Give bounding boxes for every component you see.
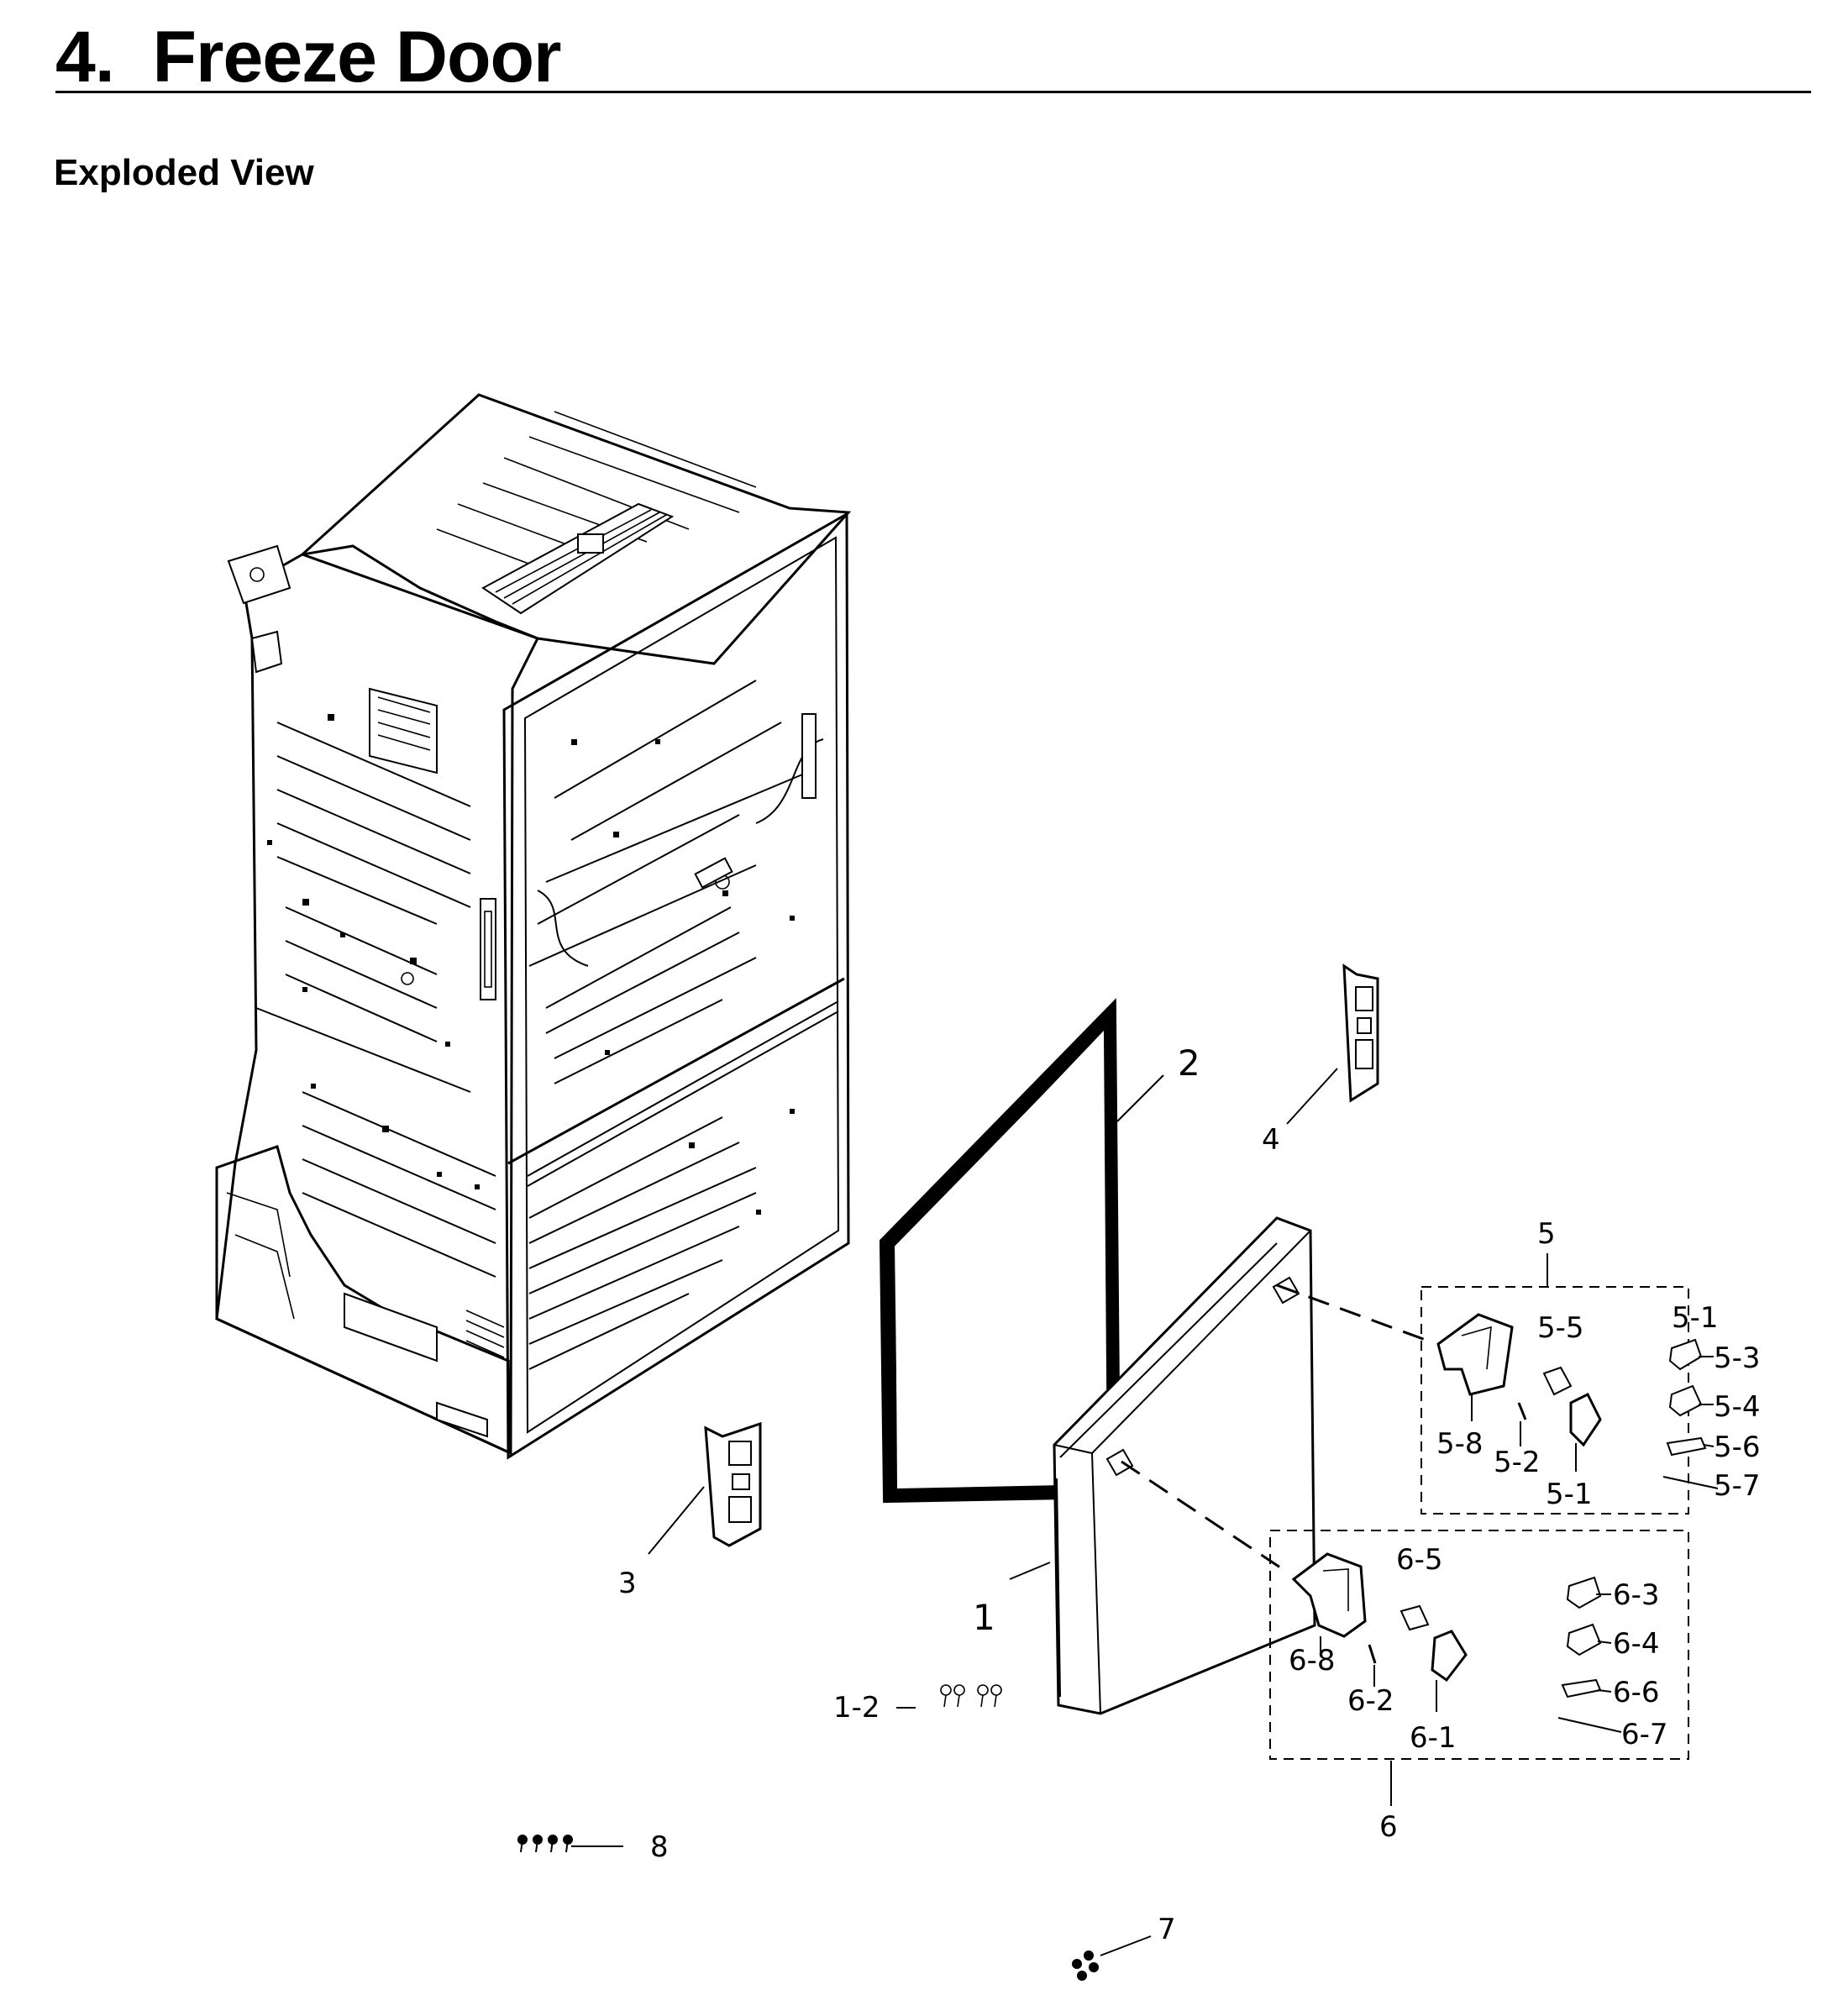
callout-6-5: 6-5 — [1396, 1543, 1443, 1577]
section-title: Exploded View — [54, 152, 314, 193]
refrigerator-cabinet — [215, 393, 852, 1460]
title-divider — [55, 91, 1811, 93]
callout-8: 8 — [650, 1830, 669, 1864]
callout-5-8: 5-8 — [1436, 1427, 1484, 1461]
callout-6-7: 6-7 — [1621, 1718, 1668, 1751]
callout-6-8: 6-8 — [1289, 1644, 1336, 1677]
part-3-bracket — [704, 1421, 762, 1547]
callout-5-4: 5-4 — [1714, 1390, 1761, 1424]
callout-5-6: 5-6 — [1714, 1431, 1761, 1464]
page-title: 4. Freeze Door — [55, 17, 562, 97]
part-6-hinge-assembly — [1121, 1460, 1689, 1760]
callout-6-2: 6-2 — [1347, 1684, 1394, 1718]
callout-5-3: 5-3 — [1714, 1341, 1761, 1375]
callout-3: 3 — [618, 1567, 637, 1600]
leader-lines — [571, 1068, 1715, 1956]
callout-6-3: 6-3 — [1613, 1578, 1660, 1612]
callout-6-4: 6-4 — [1613, 1627, 1660, 1661]
part-1-door — [1053, 1216, 1316, 1715]
callout-5-2: 5-2 — [1494, 1446, 1541, 1479]
callout-5-1-bottom: 5-1 — [1546, 1478, 1593, 1511]
callout-5-5: 5-5 — [1537, 1311, 1584, 1345]
callout-5-1-top: 5-1 — [1672, 1301, 1719, 1335]
callout-4: 4 — [1262, 1123, 1280, 1157]
callout-labels: 2 4 5 5-1 5-5 5-3 5-4 5-8 5-6 5-2 5-7 5-… — [618, 1042, 1761, 1946]
callout-5-7: 5-7 — [1714, 1469, 1761, 1503]
callout-2: 2 — [1178, 1042, 1200, 1084]
callout-1-2: 1-2 — [833, 1691, 880, 1725]
part-4-bracket — [1342, 963, 1379, 1103]
callout-6-6: 6-6 — [1613, 1676, 1660, 1709]
part-5-hinge-assembly — [1276, 1284, 1719, 1515]
part-1-2-fasteners — [940, 1684, 1002, 1708]
part-8-screws — [517, 1835, 573, 1853]
callout-7: 7 — [1158, 1913, 1176, 1946]
callout-6-1: 6-1 — [1410, 1721, 1457, 1755]
callout-5: 5 — [1537, 1217, 1556, 1251]
callout-1: 1 — [973, 1597, 995, 1638]
part-7-bolts — [1072, 1950, 1099, 1981]
callout-6: 6 — [1379, 1810, 1398, 1844]
